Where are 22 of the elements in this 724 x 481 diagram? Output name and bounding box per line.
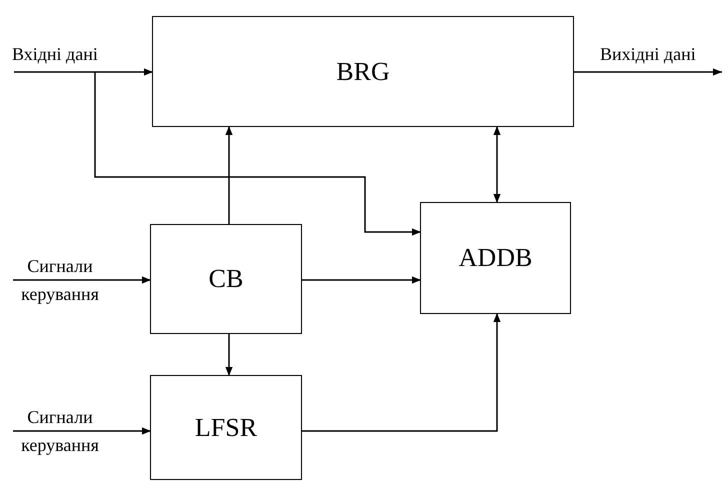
block-label: LFSR [194,414,258,440]
process-box [152,16,574,127]
arrow [13,427,151,435]
arrow [225,126,233,225]
block-label: BRG [336,58,390,84]
arrow [301,276,421,284]
arrow [493,126,501,203]
block-label: CB [208,266,244,292]
signal-label: Сигнали керування [12,252,108,308]
arrow [301,313,501,432]
arrow [225,333,233,376]
arrow [573,68,722,76]
signal-label: Вихідні дані [600,40,723,73]
arrow [13,276,151,284]
process-box [150,375,302,480]
signal-label: Сигнали керування [12,403,108,459]
process-box [420,202,571,314]
arrow [94,72,421,236]
arrow [14,68,153,76]
process-box [150,224,302,334]
signal-label: Вхідні дані [12,40,112,73]
block-label: ADDB [458,245,532,271]
